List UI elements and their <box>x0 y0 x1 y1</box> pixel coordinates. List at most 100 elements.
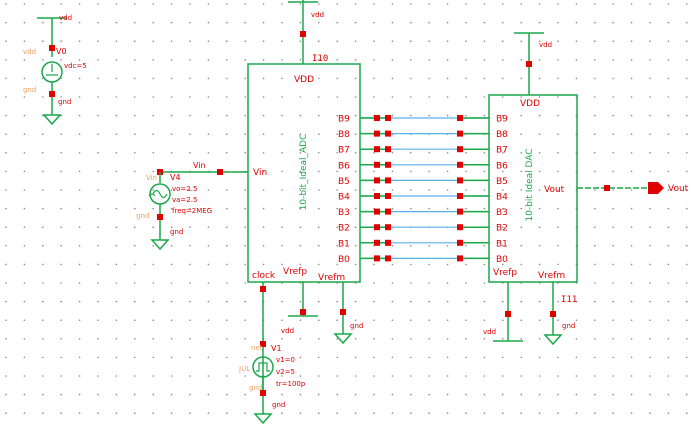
vdd-label-dac: vdd <box>539 41 552 49</box>
bit-bus <box>360 115 489 262</box>
adc-cell-name: 10-bit_Ideal_ADC <box>299 134 309 211</box>
bus-pin <box>457 177 463 184</box>
bus-pin <box>385 239 391 246</box>
net-label-vin: Vin <box>193 161 206 170</box>
pin-v1-bottom <box>260 390 266 396</box>
bus-pin <box>457 115 463 121</box>
ghost-label-v0-top: vdd <box>23 48 36 56</box>
pin-v0-top <box>49 45 55 51</box>
bus-pin <box>457 239 463 246</box>
bus-pin <box>385 146 391 153</box>
sine-icon <box>152 189 168 199</box>
dac-pin-b2: B2 <box>496 224 508 234</box>
dac-pin-b0: B0 <box>496 255 508 265</box>
gnd-symbol-v4 <box>150 239 170 251</box>
dac-pin-vrefm: Vrefm <box>538 271 565 281</box>
bus-pin <box>457 255 463 262</box>
source-v4-name: V4 <box>170 173 181 182</box>
ghost-label-v1-side: JUL <box>238 365 250 373</box>
source-v1-param-v2: v2=5 <box>276 368 295 376</box>
pulse-icon <box>256 362 270 372</box>
gnd-symbol-dac <box>543 334 563 346</box>
source-v0[interactable]: vdd vdd V0 vdc=5 gnd gnd <box>23 14 87 126</box>
source-v0-param: vdc=5 <box>64 62 87 70</box>
bus-pin <box>385 193 391 199</box>
dac-pin-b8: B8 <box>496 130 508 140</box>
bus-pin <box>374 161 380 168</box>
source-v4[interactable]: Vin Vin V4 vo=2.5 va=2.5 freq=2MEG gnd g… <box>136 161 248 251</box>
gnd-label-adc: gnd <box>350 322 363 330</box>
bus-pin <box>385 115 391 121</box>
bus-pin <box>374 208 380 215</box>
dac-pin-vrefp: Vrefp <box>493 268 517 278</box>
adc-block[interactable]: vdd I10 VDD Vin clock Vrefp Vrefm 10-bit… <box>247 0 363 392</box>
dac-instance: I11 <box>561 295 577 305</box>
bus-pin <box>457 208 463 215</box>
grid-dots <box>5 3 688 415</box>
pin-v1-top <box>260 341 266 347</box>
bus-pin <box>457 146 463 153</box>
bus-pin <box>457 224 463 231</box>
source-v1-param-tr: tr=100p <box>276 380 306 388</box>
bus-pin <box>374 177 380 184</box>
adc-pin-vdd: VDD <box>294 75 314 85</box>
bus-pin <box>374 130 380 137</box>
source-v4-param-vo: vo=2.5 <box>172 185 197 193</box>
adc-pin-b9: B9 <box>338 115 350 125</box>
ghost-label-v1-top: net <box>251 344 263 352</box>
dac-pin-b4: B4 <box>496 193 508 203</box>
ghost-label-v4-top: Vin <box>146 174 157 182</box>
bus-pin <box>457 193 463 199</box>
adc-pin-b6: B6 <box>338 161 350 171</box>
adc-pin-b2: B2 <box>338 224 350 234</box>
source-v1-param-v1: v1=0 <box>276 356 295 364</box>
bus-pin <box>374 255 380 262</box>
gnd-label-v1: gnd <box>272 401 285 409</box>
bus-pin <box>457 161 463 168</box>
gnd-label-v0: gnd <box>58 98 71 106</box>
adc-pin-b8: B8 <box>338 130 350 140</box>
gnd-label-v4: gnd <box>170 228 183 236</box>
dac-cell-name: 10-bit Ideal DAC <box>525 148 535 221</box>
bus-pin <box>374 115 380 121</box>
pin-adc-vin-wire <box>217 169 223 175</box>
source-v1-name: V1 <box>271 344 282 353</box>
source-v4-param-freq: freq=2MEG <box>172 207 212 215</box>
bus-pin <box>385 161 391 168</box>
pin-dac-vdd <box>526 61 532 67</box>
source-v4-param-va: va=2.5 <box>172 196 197 204</box>
dac-pin-b7: B7 <box>496 146 508 156</box>
pin-v4-bottom <box>157 214 163 220</box>
adc-pin-b7: B7 <box>338 146 350 156</box>
bus-pin <box>385 224 391 231</box>
adc-instance: I10 <box>312 54 328 64</box>
vdd-label-adc: vdd <box>311 11 324 19</box>
bus-pin <box>374 224 380 231</box>
pin-adc-vdd <box>300 31 306 37</box>
dac-pin-b6: B6 <box>496 161 508 171</box>
vdd-label-v0: vdd <box>59 14 72 22</box>
dac-pin-b9: B9 <box>496 115 508 125</box>
adc-pin-vrefm: Vrefm <box>318 273 345 283</box>
dac-pin-b5: B5 <box>496 177 508 187</box>
vdd-label-adc-vrefp: vdd <box>281 327 294 335</box>
bus-pin <box>374 239 380 246</box>
source-v1[interactable]: net V1 JUL v1=0 v2=5 tr=100p gnd gnd <box>238 341 306 425</box>
source-v0-name: V0 <box>56 47 67 56</box>
bus-pin <box>385 255 391 262</box>
dac-pin-vout: Vout <box>544 185 565 195</box>
output-pin-vout <box>648 182 664 194</box>
dac-block[interactable]: vdd VDD Vout Vrefp Vrefm I11 10-bit Idea… <box>483 32 689 346</box>
adc-pin-b3: B3 <box>338 208 350 218</box>
adc-pin-b4: B4 <box>338 193 350 203</box>
bus-pin <box>385 208 391 215</box>
bus-pin <box>457 130 463 137</box>
adc-pin-b0: B0 <box>338 255 350 265</box>
pin-v0-bottom <box>49 91 55 97</box>
bus-pin <box>385 130 391 137</box>
bus-pin <box>374 193 380 199</box>
